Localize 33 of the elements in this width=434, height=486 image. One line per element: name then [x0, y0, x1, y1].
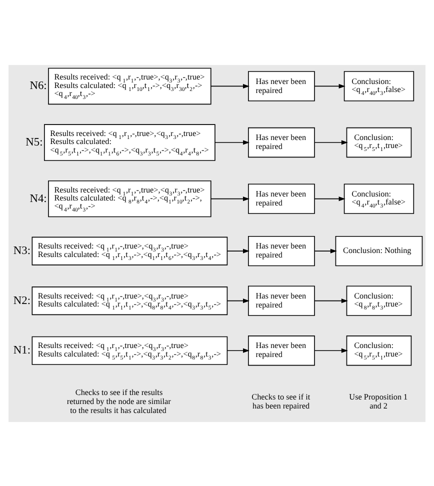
node-label: N3:	[13, 244, 31, 257]
arrow	[210, 196, 250, 201]
node-box: Has never been repaired	[248, 126, 315, 158]
arrow	[314, 140, 348, 144]
node-box: Conclusion: Nothing	[335, 235, 423, 266]
node-box: Conclusion: <q$_{4}$,r$_{40}$,t$_{3}$,false>	[344, 183, 414, 214]
label: Checks to see if it has been repaired	[252, 392, 310, 410]
arrow	[214, 140, 250, 144]
node-box: Conclusion: <q$_{8}$,r$_{8}$,t$_{3}$,true>	[346, 285, 412, 316]
arrow	[314, 196, 346, 201]
node-box: Has never been repaired	[248, 70, 315, 101]
arrow	[314, 83, 346, 88]
node-label: N1:	[13, 344, 31, 356]
arrow	[226, 348, 250, 352]
node-box: Conclusion: <q$_{5}$,r$_{5}$,t$_{1}$,true>	[346, 126, 412, 158]
node-box: Has never been repaired	[248, 285, 315, 316]
node-box: Has never been repaired	[248, 335, 315, 366]
node-label: N5:	[26, 136, 43, 148]
arrow	[314, 298, 348, 303]
node-box: Has never been repaired	[248, 235, 315, 266]
node-label: N4:	[30, 192, 47, 204]
arrow	[314, 348, 348, 352]
arrow	[314, 248, 337, 253]
arrow	[226, 248, 250, 253]
label: Checks to see if the results returned by the node are similar to the results it has calculated	[66, 388, 171, 415]
arrow	[226, 298, 250, 303]
node-box: Has never been repaired	[248, 183, 315, 214]
node-box: Conclusion: <q$_{4}$,r$_{40}$,t$_{3}$,false>	[344, 70, 414, 101]
node-label: N2:	[13, 294, 31, 306]
node-label: N6:	[30, 80, 47, 92]
arrow	[210, 83, 250, 88]
node-box: Conclusion: <q$_{5}$,r$_{5}$,t$_{1}$,true>	[346, 335, 412, 366]
label: Use Proposition 1 and 2	[349, 392, 408, 410]
